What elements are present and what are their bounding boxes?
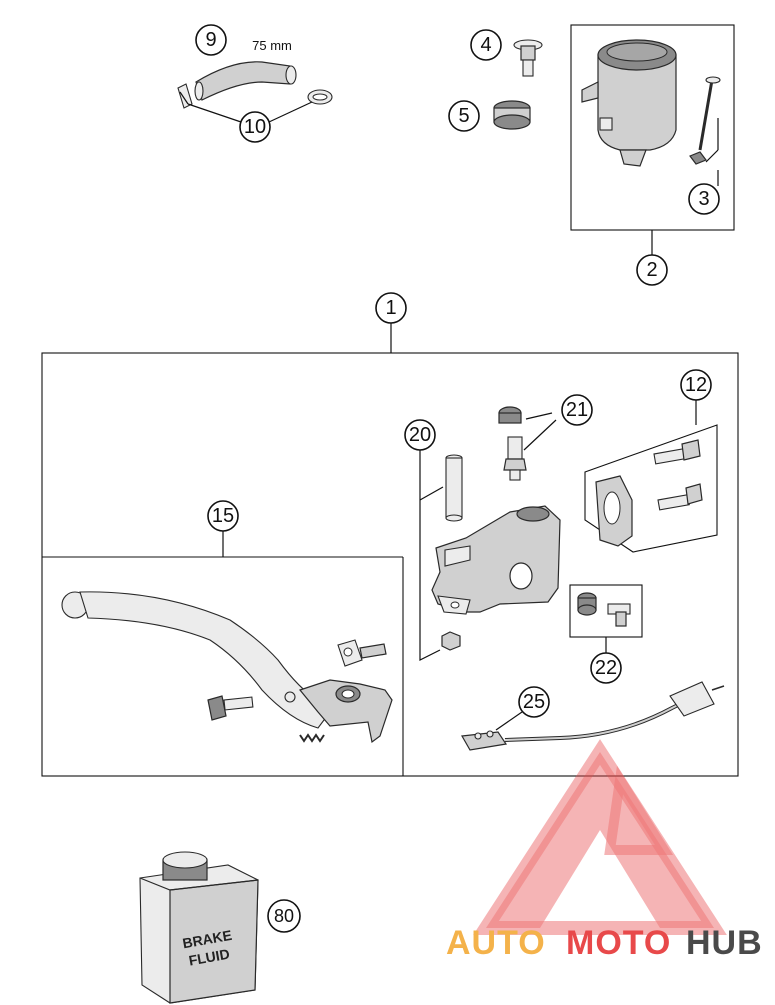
callout-12: 12 <box>680 369 712 401</box>
brake-lever-part <box>61 591 393 744</box>
hose-length-note: 75 mm <box>252 38 292 53</box>
svg-text:2: 2 <box>646 259 657 281</box>
svg-text:MOTO: MOTO <box>566 924 671 962</box>
callout-10: 10 <box>239 111 271 143</box>
small-nut-part <box>441 631 461 651</box>
svg-text:25: 25 <box>523 691 545 713</box>
bleeder-valve-part <box>503 436 527 481</box>
master-cylinder-group-box <box>41 352 739 777</box>
callout-3: 3 <box>688 183 720 215</box>
screw-part <box>513 39 543 77</box>
grommet-part <box>493 100 531 130</box>
triangle-logo-icon <box>473 739 727 935</box>
clamp-bolt-lower <box>657 483 703 511</box>
clamp-bolt-upper <box>653 439 701 465</box>
svg-text:80: 80 <box>274 906 294 926</box>
svg-text:12: 12 <box>685 374 707 396</box>
switch-fitting-part <box>607 603 631 627</box>
svg-text:20: 20 <box>409 424 431 446</box>
brake-fluid-can: BRAKE FLUID <box>139 851 259 1004</box>
svg-text:3: 3 <box>698 188 709 210</box>
callout-1: 1 <box>375 292 407 324</box>
can-label-line2: FLUID <box>187 946 230 969</box>
adjuster-part <box>337 639 387 667</box>
callout-2: 2 <box>636 254 668 286</box>
svg-text:10: 10 <box>244 116 266 138</box>
seal-part <box>577 592 597 616</box>
callout-80: 80 <box>267 899 301 933</box>
hose-part <box>194 61 297 101</box>
pivot-bolt-part <box>207 695 254 721</box>
long-bolt-part <box>689 76 721 165</box>
callout-20: 20 <box>404 419 436 451</box>
svg-text:15: 15 <box>212 505 234 527</box>
callout-9: 9 <box>195 24 227 56</box>
master-cylinder-body-part <box>431 505 561 615</box>
callout-22: 22 <box>590 652 622 684</box>
hose-clamp-left <box>177 83 193 109</box>
svg-text:1: 1 <box>385 297 396 319</box>
piston-part <box>445 454 463 522</box>
spring-part <box>299 733 325 743</box>
svg-text:21: 21 <box>566 399 588 421</box>
bleeder-cap-part <box>498 406 522 424</box>
callout-21: 21 <box>561 394 593 426</box>
svg-text:9: 9 <box>205 29 216 51</box>
hose-clamp-right <box>307 89 333 105</box>
callout-4: 4 <box>470 29 502 61</box>
reservoir-part <box>581 39 677 167</box>
callout-25: 25 <box>518 686 550 718</box>
brake-switch-part <box>461 681 725 751</box>
callout-15: 15 <box>207 500 239 532</box>
svg-text:4: 4 <box>480 34 491 56</box>
callout-5: 5 <box>448 100 480 132</box>
svg-text:5: 5 <box>458 105 469 127</box>
watermark-text: AUTO MOTO HUB <box>446 924 763 962</box>
clamp-part <box>595 475 633 547</box>
svg-text:HUB: HUB <box>686 924 763 962</box>
svg-text:AUTO: AUTO <box>446 924 546 962</box>
svg-text:22: 22 <box>595 657 617 679</box>
